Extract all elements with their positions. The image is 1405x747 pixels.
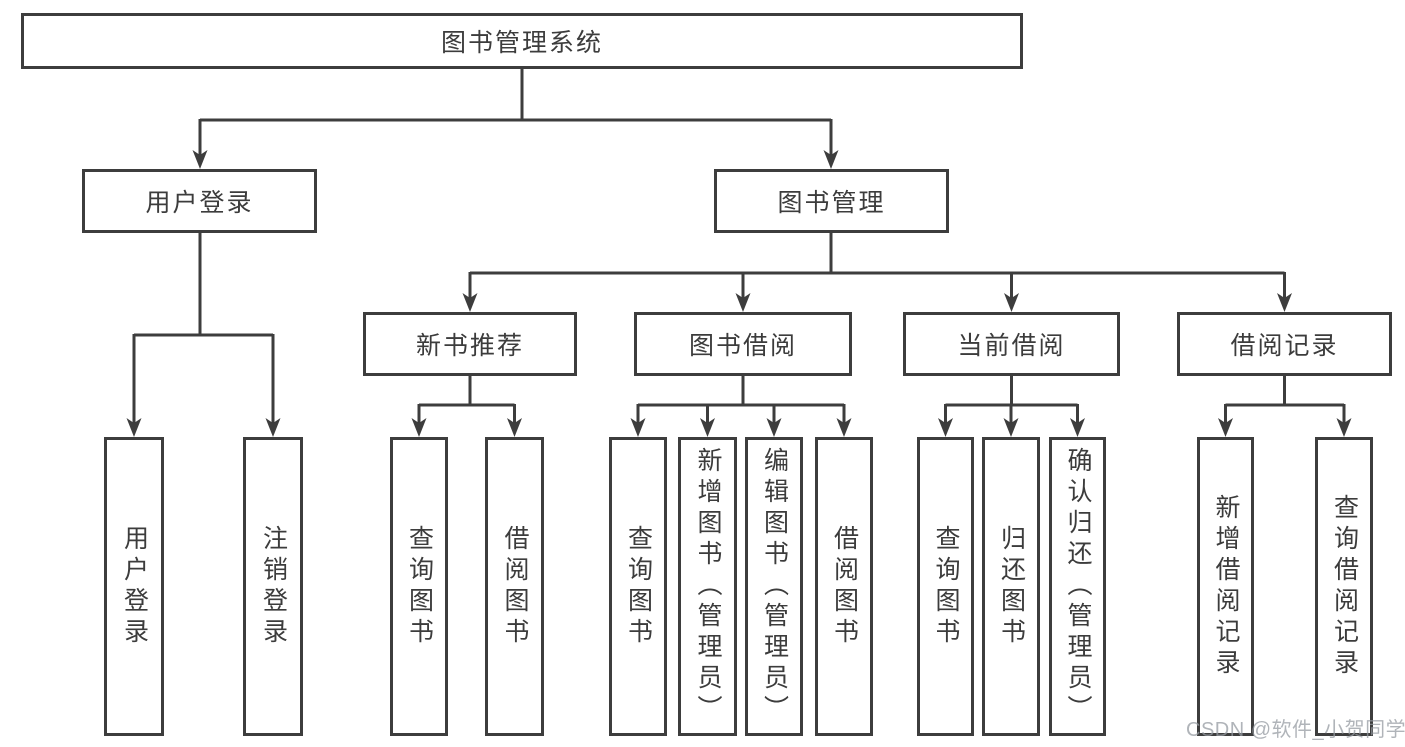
leaf-add-borrow-record: 新增借阅记录 bbox=[1197, 437, 1254, 736]
box-book-management: 图书管理 bbox=[714, 169, 949, 233]
box-book-borrowing: 图书借阅 bbox=[634, 312, 852, 376]
csdn-watermark: CSDN @软件_小贺同学 bbox=[1186, 719, 1405, 741]
leaf-user-login: 用户登录 bbox=[104, 437, 164, 736]
box-user-login: 用户登录 bbox=[82, 169, 317, 233]
box-new-book-recommendation: 新书推荐 bbox=[363, 312, 577, 376]
leaf-return-books: 归还图书 bbox=[982, 437, 1040, 736]
box-borrowing-records: 借阅记录 bbox=[1177, 312, 1392, 376]
leaf-query-borrow-record: 查询借阅记录 bbox=[1315, 437, 1373, 736]
leaf-add-book-admin: 新增图书（管理员） bbox=[678, 437, 737, 736]
leaf-confirm-return-admin: 确认归还（管理员） bbox=[1049, 437, 1106, 736]
leaf-logout: 注销登录 bbox=[243, 437, 303, 736]
box-current-borrowing: 当前借阅 bbox=[903, 312, 1120, 376]
leaf-query-books-borrowing: 查询图书 bbox=[609, 437, 667, 736]
box-library-system: 图书管理系统 bbox=[21, 13, 1023, 69]
leaf-edit-book-admin: 编辑图书（管理员） bbox=[745, 437, 803, 736]
leaf-borrow-books-borrowing: 借阅图书 bbox=[815, 437, 873, 736]
leaf-query-books-current: 查询图书 bbox=[917, 437, 974, 736]
leaf-borrow-books-recommend: 借阅图书 bbox=[485, 437, 544, 736]
leaf-query-books-recommend: 查询图书 bbox=[390, 437, 448, 736]
